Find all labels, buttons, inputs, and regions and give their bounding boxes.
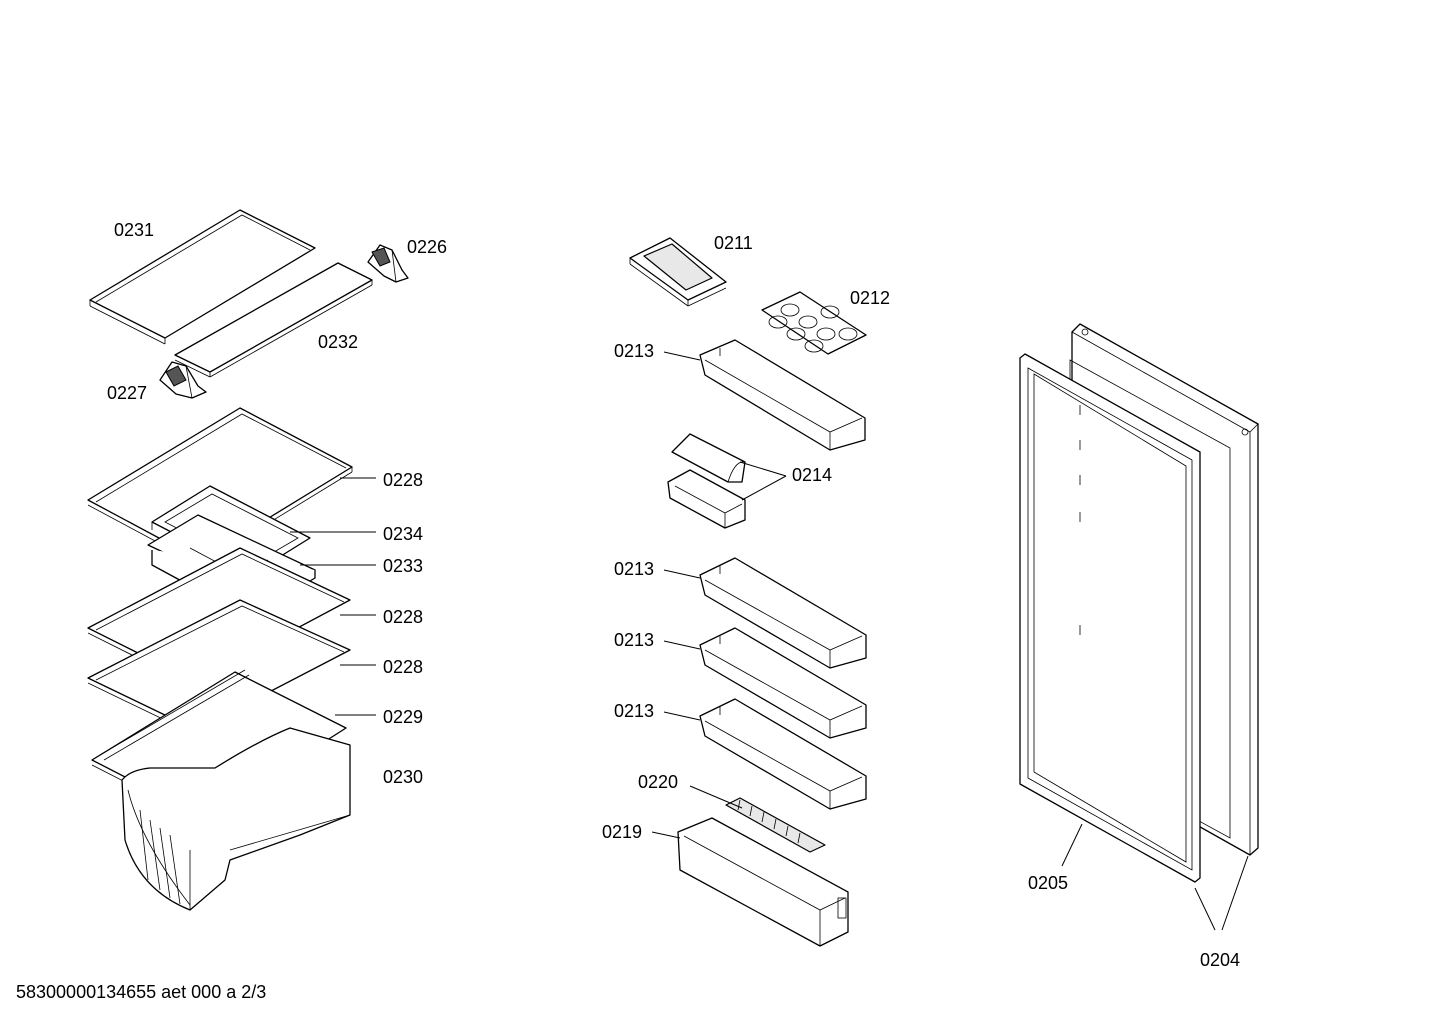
- label-0213-bin-1: 0213: [614, 341, 654, 361]
- label-0213-bin-3: 0213: [614, 630, 654, 650]
- part-0213-door-bin-2: [699, 557, 867, 669]
- label-0205: 0205: [1028, 873, 1068, 893]
- label-0227: 0227: [107, 383, 147, 403]
- part-0226-bracket: [367, 244, 409, 283]
- label-0228-middle: 0228: [383, 607, 423, 627]
- part-0213-door-bin-1: [699, 339, 866, 451]
- part-0219-bottle-bin: [677, 817, 849, 947]
- document-id: 58300000134655 aet 000 a 2/3: [16, 982, 266, 1002]
- part-0227-bracket: [159, 361, 207, 399]
- part-0213-door-bin-4: [699, 698, 867, 810]
- part-0232-narrow-shelf: [174, 262, 373, 378]
- label-0231: 0231: [114, 220, 154, 240]
- label-0212: 0212: [850, 288, 890, 308]
- label-0204: 0204: [1200, 950, 1240, 970]
- leader-lines: [290, 351, 1249, 931]
- label-0219: 0219: [602, 822, 642, 842]
- label-0211: 0211: [714, 233, 753, 253]
- label-0232: 0232: [318, 332, 358, 352]
- part-0230-vegetable-bin: [121, 727, 351, 911]
- part-0228-glass-shelf-lower: [87, 599, 351, 736]
- label-0230: 0230: [383, 767, 423, 787]
- label-0213-bin-4: 0213: [614, 701, 654, 721]
- label-0220: 0220: [638, 772, 678, 792]
- part-0211-ice-tray: [629, 237, 727, 307]
- label-0233: 0233: [383, 556, 423, 576]
- part-0213-door-bin-3: [699, 627, 867, 739]
- label-0234: 0234: [383, 524, 423, 544]
- part-0231-glass-shelf: [89, 209, 316, 345]
- label-0213-bin-2: 0213: [614, 559, 654, 579]
- part-0212-egg-tray: [761, 291, 867, 355]
- label-0228-lower: 0228: [383, 657, 423, 677]
- part-0205-door-gasket: [1019, 353, 1201, 883]
- part-0214-butter-compartment: [667, 433, 746, 529]
- label-0229: 0229: [383, 707, 423, 727]
- label-0228-upper: 0228: [383, 470, 423, 490]
- label-0214: 0214: [792, 465, 832, 485]
- label-0226: 0226: [407, 237, 447, 257]
- part-0220-bottle-retainer: [725, 797, 826, 853]
